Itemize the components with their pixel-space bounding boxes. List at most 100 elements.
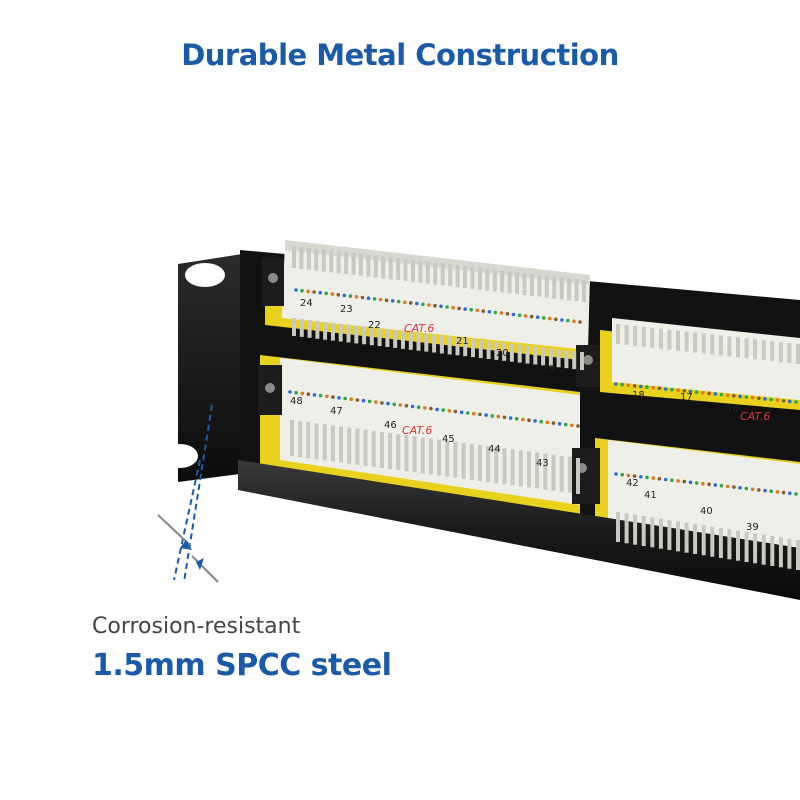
idc-ridge: [576, 458, 580, 494]
idc-ridge: [761, 340, 766, 361]
wire-code-dot: [682, 389, 687, 393]
idc-ridge: [315, 320, 320, 339]
idc-ridge: [322, 424, 327, 461]
wire-code-dot: [554, 317, 558, 322]
mounting-hole-top: [185, 263, 225, 287]
wire-code-dot: [294, 288, 298, 292]
idc-ridge: [381, 256, 386, 279]
idc-ridge: [330, 425, 335, 462]
wire-code-dot: [626, 473, 631, 478]
idc-ridge: [650, 517, 655, 548]
thickness-callout: [157, 404, 219, 583]
idc-ridge: [667, 520, 672, 550]
idc-ridge: [515, 272, 520, 295]
lower-port-numbers: 48 47 46 45 44 43 42 41 40 39: [290, 396, 759, 533]
wire-code-dot: [374, 400, 378, 404]
wire-code-dot: [701, 481, 705, 486]
wire-code-dot: [541, 316, 546, 320]
wire-code-dot: [707, 391, 711, 396]
wire-code-dot: [410, 404, 415, 409]
wire-code-dot: [354, 295, 359, 299]
wire-code-dot: [645, 475, 649, 480]
wire-code-dot: [781, 399, 786, 403]
idc-ridge: [358, 253, 363, 276]
idc-ridge: [658, 518, 663, 549]
cat6-label: CAT.6: [740, 410, 770, 423]
idc-ridge: [761, 534, 766, 565]
wire-code-dot: [694, 481, 699, 485]
port-number: 47: [330, 406, 343, 417]
port-number: 18: [632, 390, 645, 401]
wire-code-dot: [632, 474, 637, 478]
wire-code-dot: [769, 489, 773, 494]
wire-code-dot: [457, 306, 461, 311]
upper-port-numbers: 24 23 22 21 20 19 18 17 16: [300, 298, 739, 415]
idc-ridge: [469, 443, 474, 480]
idc-ridge: [433, 262, 438, 285]
idc-ridge: [529, 273, 534, 296]
front-faceplate: [238, 460, 800, 600]
idc-ridge: [556, 349, 561, 368]
wire-code-dot: [563, 422, 568, 427]
idc-ridge: [455, 337, 460, 356]
wire-code-dot: [614, 382, 618, 386]
idc-ridge: [796, 540, 800, 570]
wire-code-dot: [294, 390, 298, 395]
idc-ridge: [307, 319, 312, 338]
wire-code-dot: [372, 297, 377, 301]
idc-ridge: [701, 333, 706, 354]
idc-ridge: [471, 339, 475, 358]
wire-code-dot: [517, 313, 522, 318]
idc-ridge: [292, 318, 296, 336]
idc-ridge: [396, 258, 401, 281]
idc-ridge: [420, 437, 425, 474]
wire-code-dot: [521, 417, 525, 422]
idc-ridge: [455, 265, 460, 288]
wire-code-dot: [557, 422, 562, 426]
wire-code-dot: [409, 301, 413, 305]
wire-code-dot: [670, 478, 674, 483]
idc-ridge: [753, 339, 758, 360]
idc-ridge: [624, 513, 629, 544]
wire-code-dot: [435, 407, 439, 412]
idc-ridge: [363, 429, 368, 466]
idc-ridge: [463, 338, 468, 357]
idc-ridge: [463, 266, 467, 289]
wire-code-dot: [312, 393, 317, 397]
wire-code-dot: [682, 479, 687, 484]
wire-code-dot: [757, 396, 761, 401]
idc-ridge: [684, 522, 689, 553]
idc-ridge: [559, 455, 564, 492]
idc-ridge: [478, 340, 483, 359]
idc-ridge: [439, 335, 444, 354]
idc-ridge: [306, 422, 311, 459]
wire-code-dot: [490, 414, 495, 418]
wire-code-dot: [639, 384, 643, 389]
idc-ridge: [447, 336, 452, 355]
idc-ridge: [510, 449, 515, 486]
wire-code-dot: [505, 312, 510, 316]
wire-code-dot: [657, 477, 662, 481]
port-number: 46: [384, 420, 397, 431]
wire-code-dot: [392, 402, 397, 407]
idc-ridge: [477, 445, 482, 481]
idc-ridge: [567, 456, 572, 493]
idc-ridge: [339, 426, 343, 463]
idc-ridge: [633, 325, 638, 346]
idc-ridge: [736, 337, 740, 358]
wire-code-dot: [378, 297, 383, 302]
idc-ridge: [624, 325, 629, 345]
idc-ridge: [727, 336, 732, 357]
idc-ridge: [727, 529, 732, 560]
idc-ridge: [544, 275, 549, 298]
wire-code-dot: [331, 395, 335, 399]
wire-code-dot: [361, 398, 366, 403]
idc-ridge: [445, 440, 450, 477]
wire-code-dot: [404, 403, 409, 408]
wire-code-dot: [360, 295, 365, 300]
wire-code-dot: [639, 475, 643, 479]
wire-code-dot: [738, 394, 742, 399]
idc-ridge: [403, 259, 408, 282]
wire-code-dot: [511, 312, 516, 317]
wire-code-dot: [719, 483, 724, 488]
